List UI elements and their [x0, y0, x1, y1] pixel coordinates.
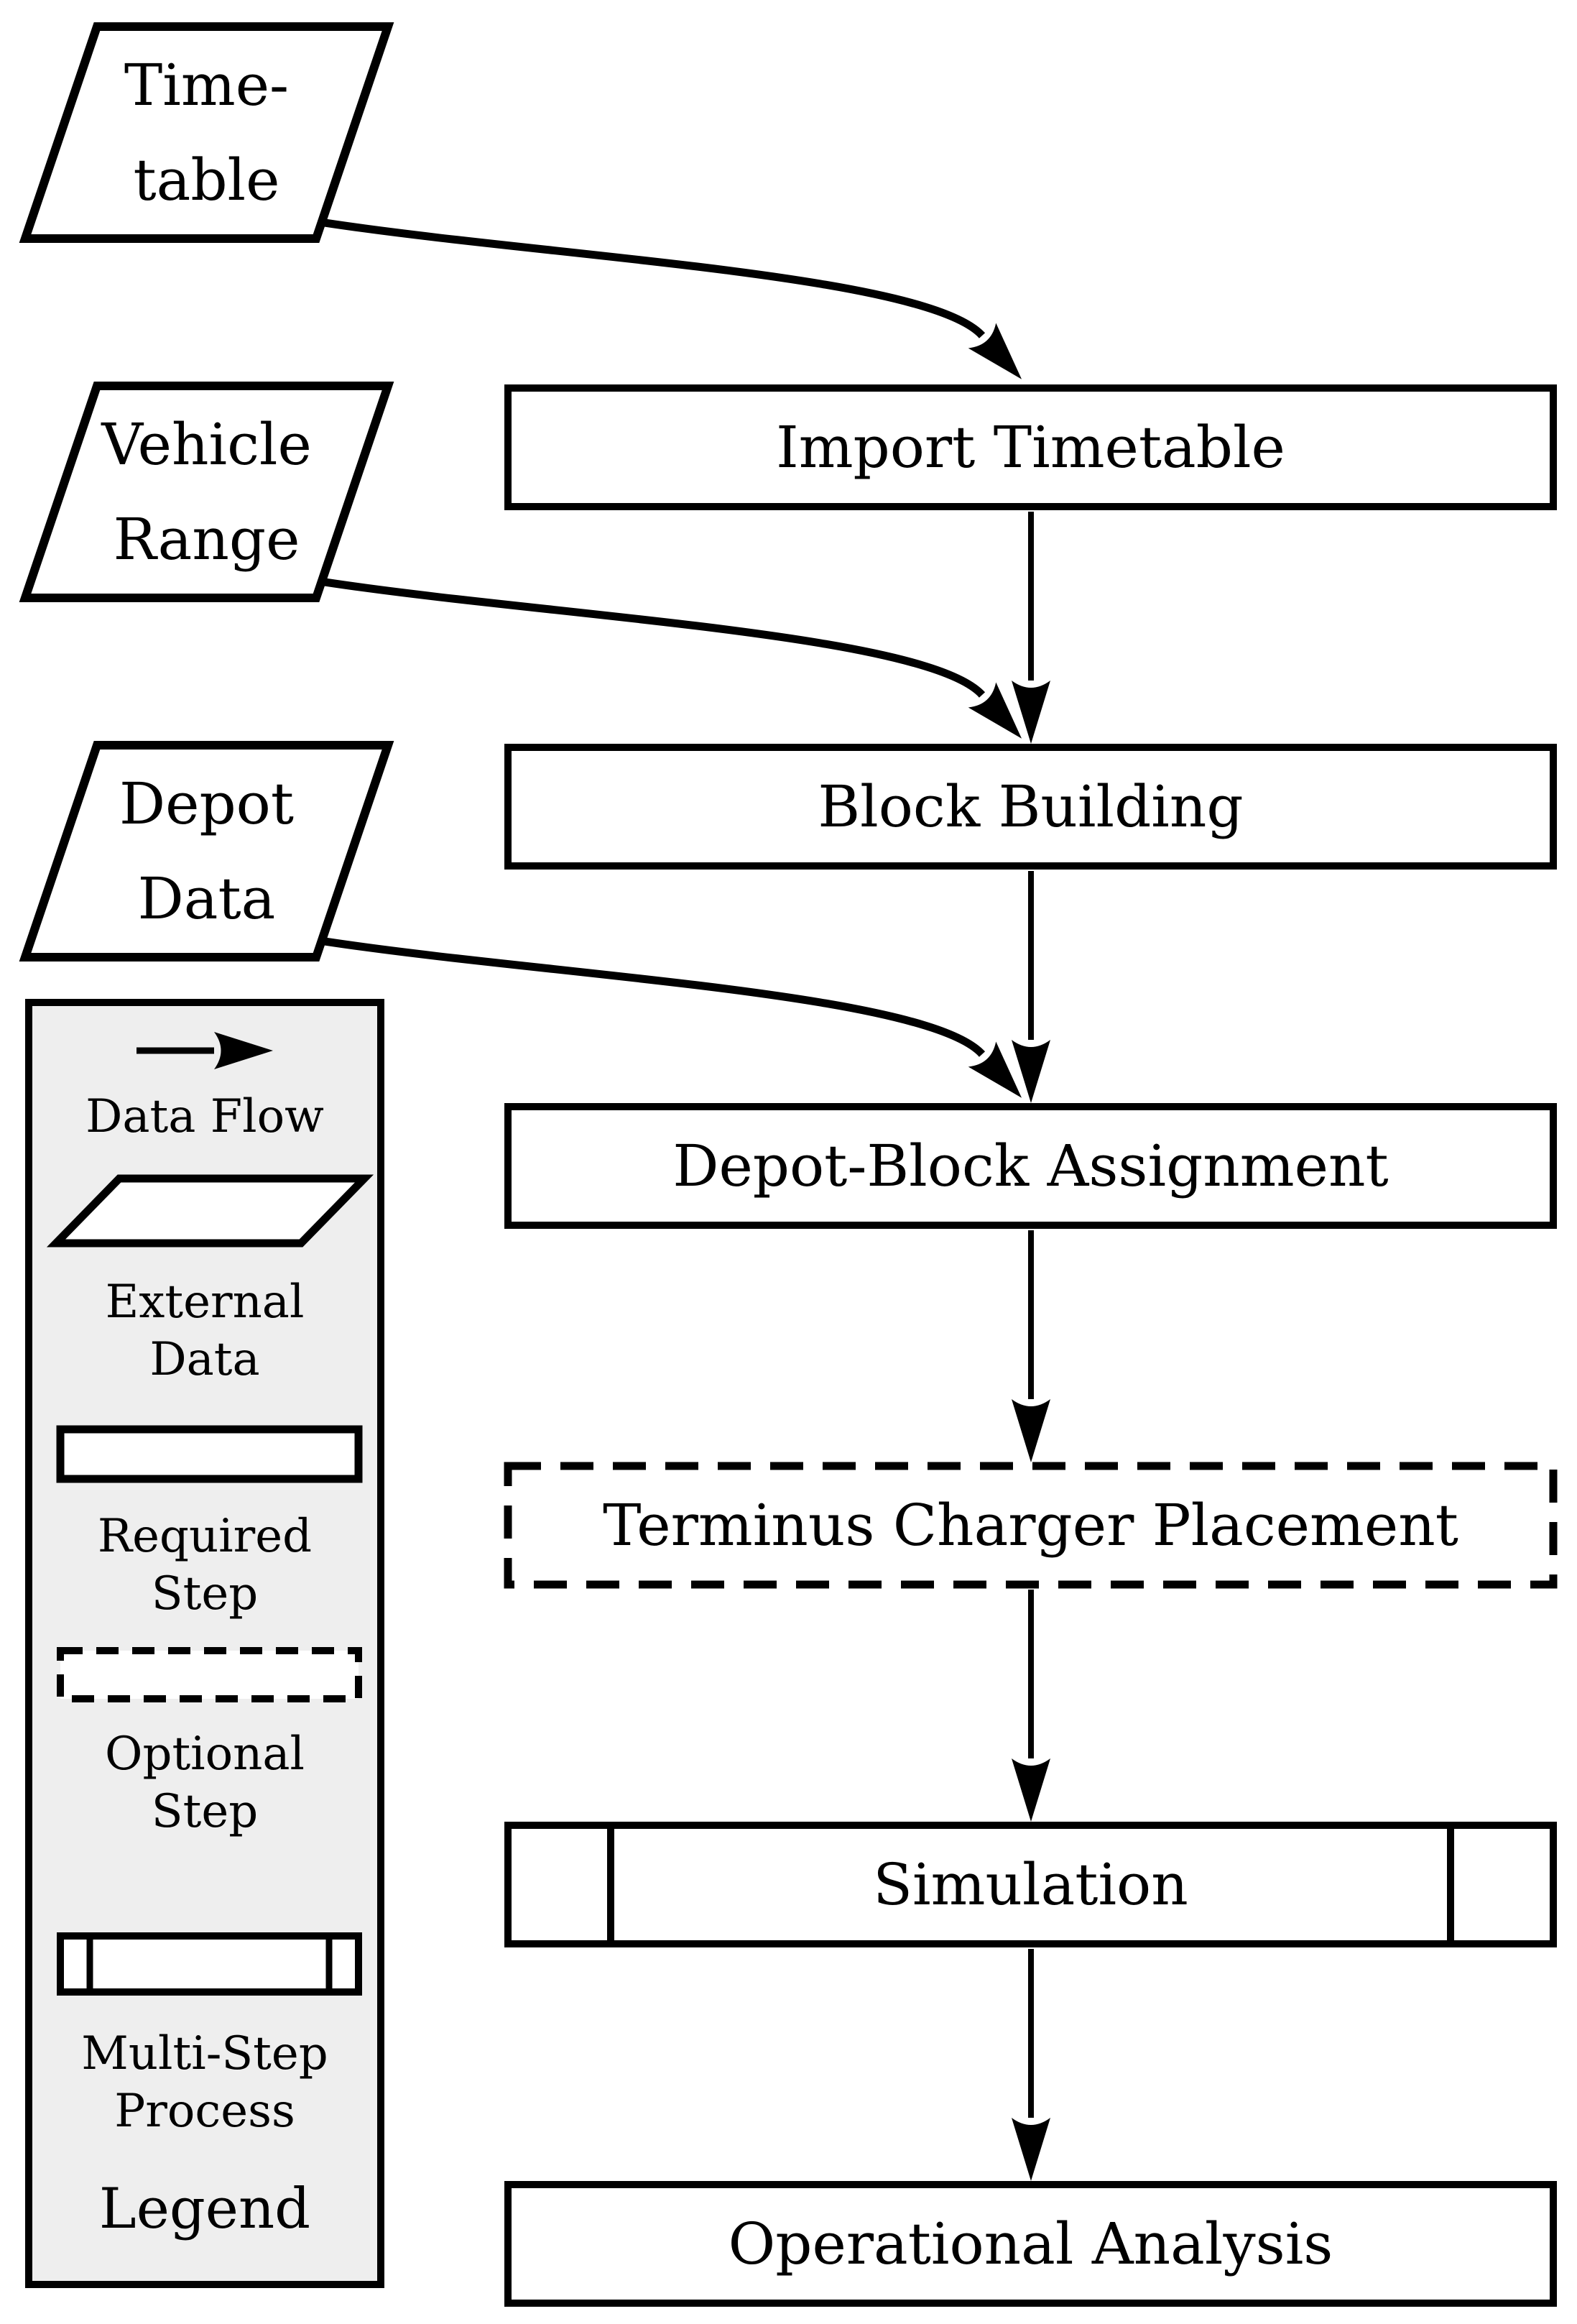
legend-required-step-label: Required Step	[32, 1508, 377, 1623]
legend-optional-step-line2: Step	[151, 1785, 259, 1838]
arrow-timetable-to-import	[324, 218, 1022, 379]
block-building-label: Block Building	[818, 773, 1244, 840]
arrow-depot-data-to-depot-block-assignment	[324, 937, 1022, 1098]
timetable-label-line2: table	[133, 146, 280, 213]
depot-data-parallelogram	[19, 741, 394, 962]
legend-multi-step-label: Multi-Step Process	[32, 2025, 377, 2140]
legend-required-step-line1: Required	[97, 1510, 313, 1563]
terminus-charger-placement-box	[504, 1462, 1558, 1589]
vehicle-range-label-line2: Range	[113, 505, 300, 573]
legend-data-flow-label: Data Flow	[32, 1088, 377, 1145]
import-timetable-box	[504, 384, 1557, 510]
vehicle-range-label: Vehicle Range	[25, 386, 388, 598]
legend-multi-step-rect-icon	[57, 1932, 362, 1996]
timetable-label: Time- table	[25, 27, 388, 239]
timetable-label-line1: Time-	[124, 51, 290, 119]
legend-required-step-line2: Step	[151, 1567, 259, 1620]
simulation-label: Simulation	[873, 1850, 1188, 1918]
depot-data-label-line2: Data	[137, 864, 276, 932]
legend-multi-step-line1: Multi-Step	[81, 2027, 328, 2080]
operational-analysis-box	[504, 2181, 1557, 2307]
legend-optional-step-line1: Optional	[105, 1728, 305, 1781]
vehicle-range-parallelogram	[19, 382, 394, 602]
arrow-vehicle-range-to-block-building	[324, 578, 1022, 739]
terminus-charger-placement-label: Terminus Charger Placement	[603, 1491, 1458, 1559]
depot-data-label: Depot Data	[25, 745, 388, 957]
simulation-box	[504, 1822, 1557, 1947]
legend-title: Legend	[98, 2177, 311, 2241]
legend-multi-step-line2: Process	[114, 2085, 295, 2138]
depot-data-label-line1: Depot	[119, 770, 294, 837]
legend-external-data-line2: Data	[149, 1333, 260, 1386]
legend-external-data-label: External Data	[32, 1273, 377, 1388]
import-timetable-label: Import Timetable	[776, 413, 1285, 481]
legend-external-data-line1: External	[105, 1276, 305, 1329]
depot-block-assignment-box	[504, 1103, 1557, 1229]
operational-analysis-label: Operational Analysis	[728, 2210, 1333, 2277]
legend-required-step-rect-icon	[56, 1425, 363, 1483]
legend-optional-step-rect-icon	[57, 1647, 362, 1702]
legend-optional-step-label: Optional Step	[32, 1725, 377, 1840]
legend-external-data-parallelogram-icon	[46, 1174, 374, 1248]
legend-data-flow-line1: Data Flow	[85, 1090, 324, 1143]
depot-block-assignment-label: Depot-Block Assignment	[672, 1132, 1389, 1199]
block-building-box	[504, 744, 1557, 870]
vehicle-range-label-line1: Vehicle	[101, 410, 312, 478]
timetable-parallelogram	[19, 22, 394, 243]
